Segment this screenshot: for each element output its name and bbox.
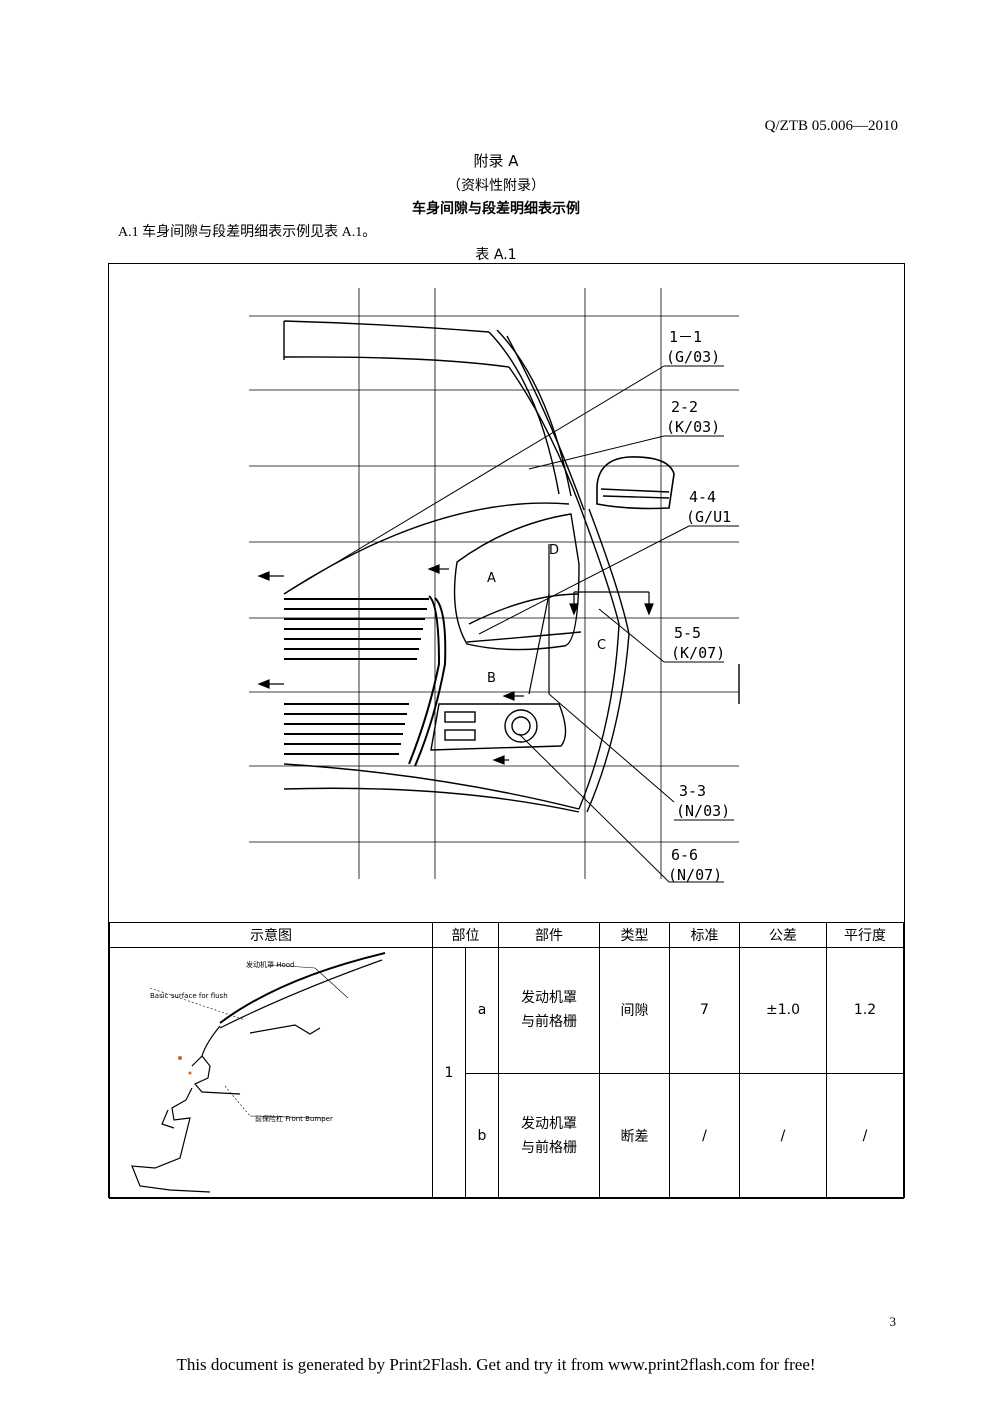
footer-notice: This document is generated by Print2Flas… (176, 1355, 816, 1374)
sub-position-a: a (465, 947, 499, 1074)
part-cell-b: 发动机罩 与前格栅 (498, 1072, 600, 1199)
part-cell-a: 发动机罩 与前格栅 (498, 947, 600, 1074)
appendix-subtitle: （资料性附录） (447, 178, 545, 194)
clause-a1: A.1 车身间隙与段差明细表示例见表 A.1。 (118, 225, 377, 240)
tolerance-cell-b: / (739, 1072, 827, 1199)
type-cell-b: 断差 (599, 1072, 670, 1199)
header-tolerance: 公差 (739, 922, 827, 948)
callout-5-5-section: 5-5 (674, 624, 701, 642)
table-row: 发动机罩 Hood Basic surface for flush 前保险杠 F… (109, 947, 904, 1199)
callout-leaders (283, 365, 739, 883)
hood-grille-section-sketch: 发动机罩 Hood Basic surface for flush 前保险杠 F… (131, 952, 386, 1193)
callout-1-1-spec: (G/03) (666, 348, 720, 366)
callout-6-6-spec: (N/07) (668, 866, 722, 884)
callout-1-1-section: 1－1 (669, 328, 702, 346)
parallelism-cell-a: 1.2 (826, 947, 904, 1074)
sketch-label-basic-surface: Basic surface for flush (150, 992, 228, 1000)
header-parallelism: 平行度 (826, 922, 904, 948)
type-cell-a: 间隙 (599, 947, 670, 1074)
view-letter-b: B (487, 671, 496, 686)
callout-2-2-section: 2-2 (671, 398, 698, 416)
view-letter-c: C (597, 638, 606, 653)
car-front-drawing: D A B C 1－1 (G/03) 2-2 (K/03) 4-4 (G/U1 … (249, 288, 740, 884)
section-sketch: 发动机罩 Hood Basic surface for flush 前保险杠 F… (109, 947, 433, 1199)
sketch-label-hood: 发动机罩 Hood (246, 960, 295, 969)
table-header-row: 示意图 部位 部件 类型 标准 公差 平行度 (109, 922, 904, 948)
document-code: Q/ZTB 05.006—2010 (764, 118, 898, 134)
appendix-heading: 车身间隙与段差明细表示例 (412, 201, 580, 217)
table-caption: 表 A.1 (475, 247, 517, 263)
table-frame: D A B C 1－1 (G/03) 2-2 (K/03) 4-4 (G/U1 … (108, 263, 905, 1199)
section-arrows (257, 544, 654, 765)
tolerance-cell-a: ±1.0 (739, 947, 827, 1074)
drawing-grid (249, 288, 739, 879)
sketch-label-bumper: 前保险杠 Front Bumper (255, 1114, 333, 1123)
callout-6-6-section: 6-6 (671, 846, 698, 864)
callout-4-4-section: 4-4 (689, 488, 716, 506)
part-line1-a: 发动机罩 (521, 990, 577, 1007)
header-part: 部件 (498, 922, 600, 948)
header-type: 类型 (599, 922, 670, 948)
table-row: b 发动机罩 与前格栅 断差 / / / (110, 1072, 904, 1199)
standard-cell-b: / (669, 1072, 740, 1199)
standard-cell-a: 7 (669, 947, 740, 1074)
view-letter-a: A (487, 571, 496, 586)
callout-5-5-spec: (K/07) (671, 644, 725, 662)
callout-3-3-spec: (N/03) (676, 802, 730, 820)
part-line2-b: 与前格栅 (521, 1139, 577, 1156)
gap-flush-table: 示意图 部位 部件 类型 标准 公差 平行度 (109, 922, 904, 1199)
parallelism-cell-b: / (826, 1072, 904, 1199)
callout-2-2-spec: (K/03) (666, 418, 720, 436)
part-line1-b: 发动机罩 (521, 1115, 577, 1132)
callout-3-3-section: 3-3 (679, 782, 706, 800)
header-sketch: 示意图 (109, 922, 433, 948)
appendix-title: 附录 A (473, 152, 519, 170)
part-line2-a: 与前格栅 (521, 1014, 577, 1031)
header-standard: 标准 (669, 922, 740, 948)
view-letter-d: D (549, 543, 559, 558)
callout-4-4-spec: (G/U1 (686, 508, 731, 526)
car-body-outline (283, 320, 740, 813)
header-position: 部位 (432, 922, 499, 948)
position-number: 1 (432, 947, 466, 1199)
page-number: 3 (889, 1314, 897, 1329)
sub-position-b: b (465, 1072, 499, 1199)
